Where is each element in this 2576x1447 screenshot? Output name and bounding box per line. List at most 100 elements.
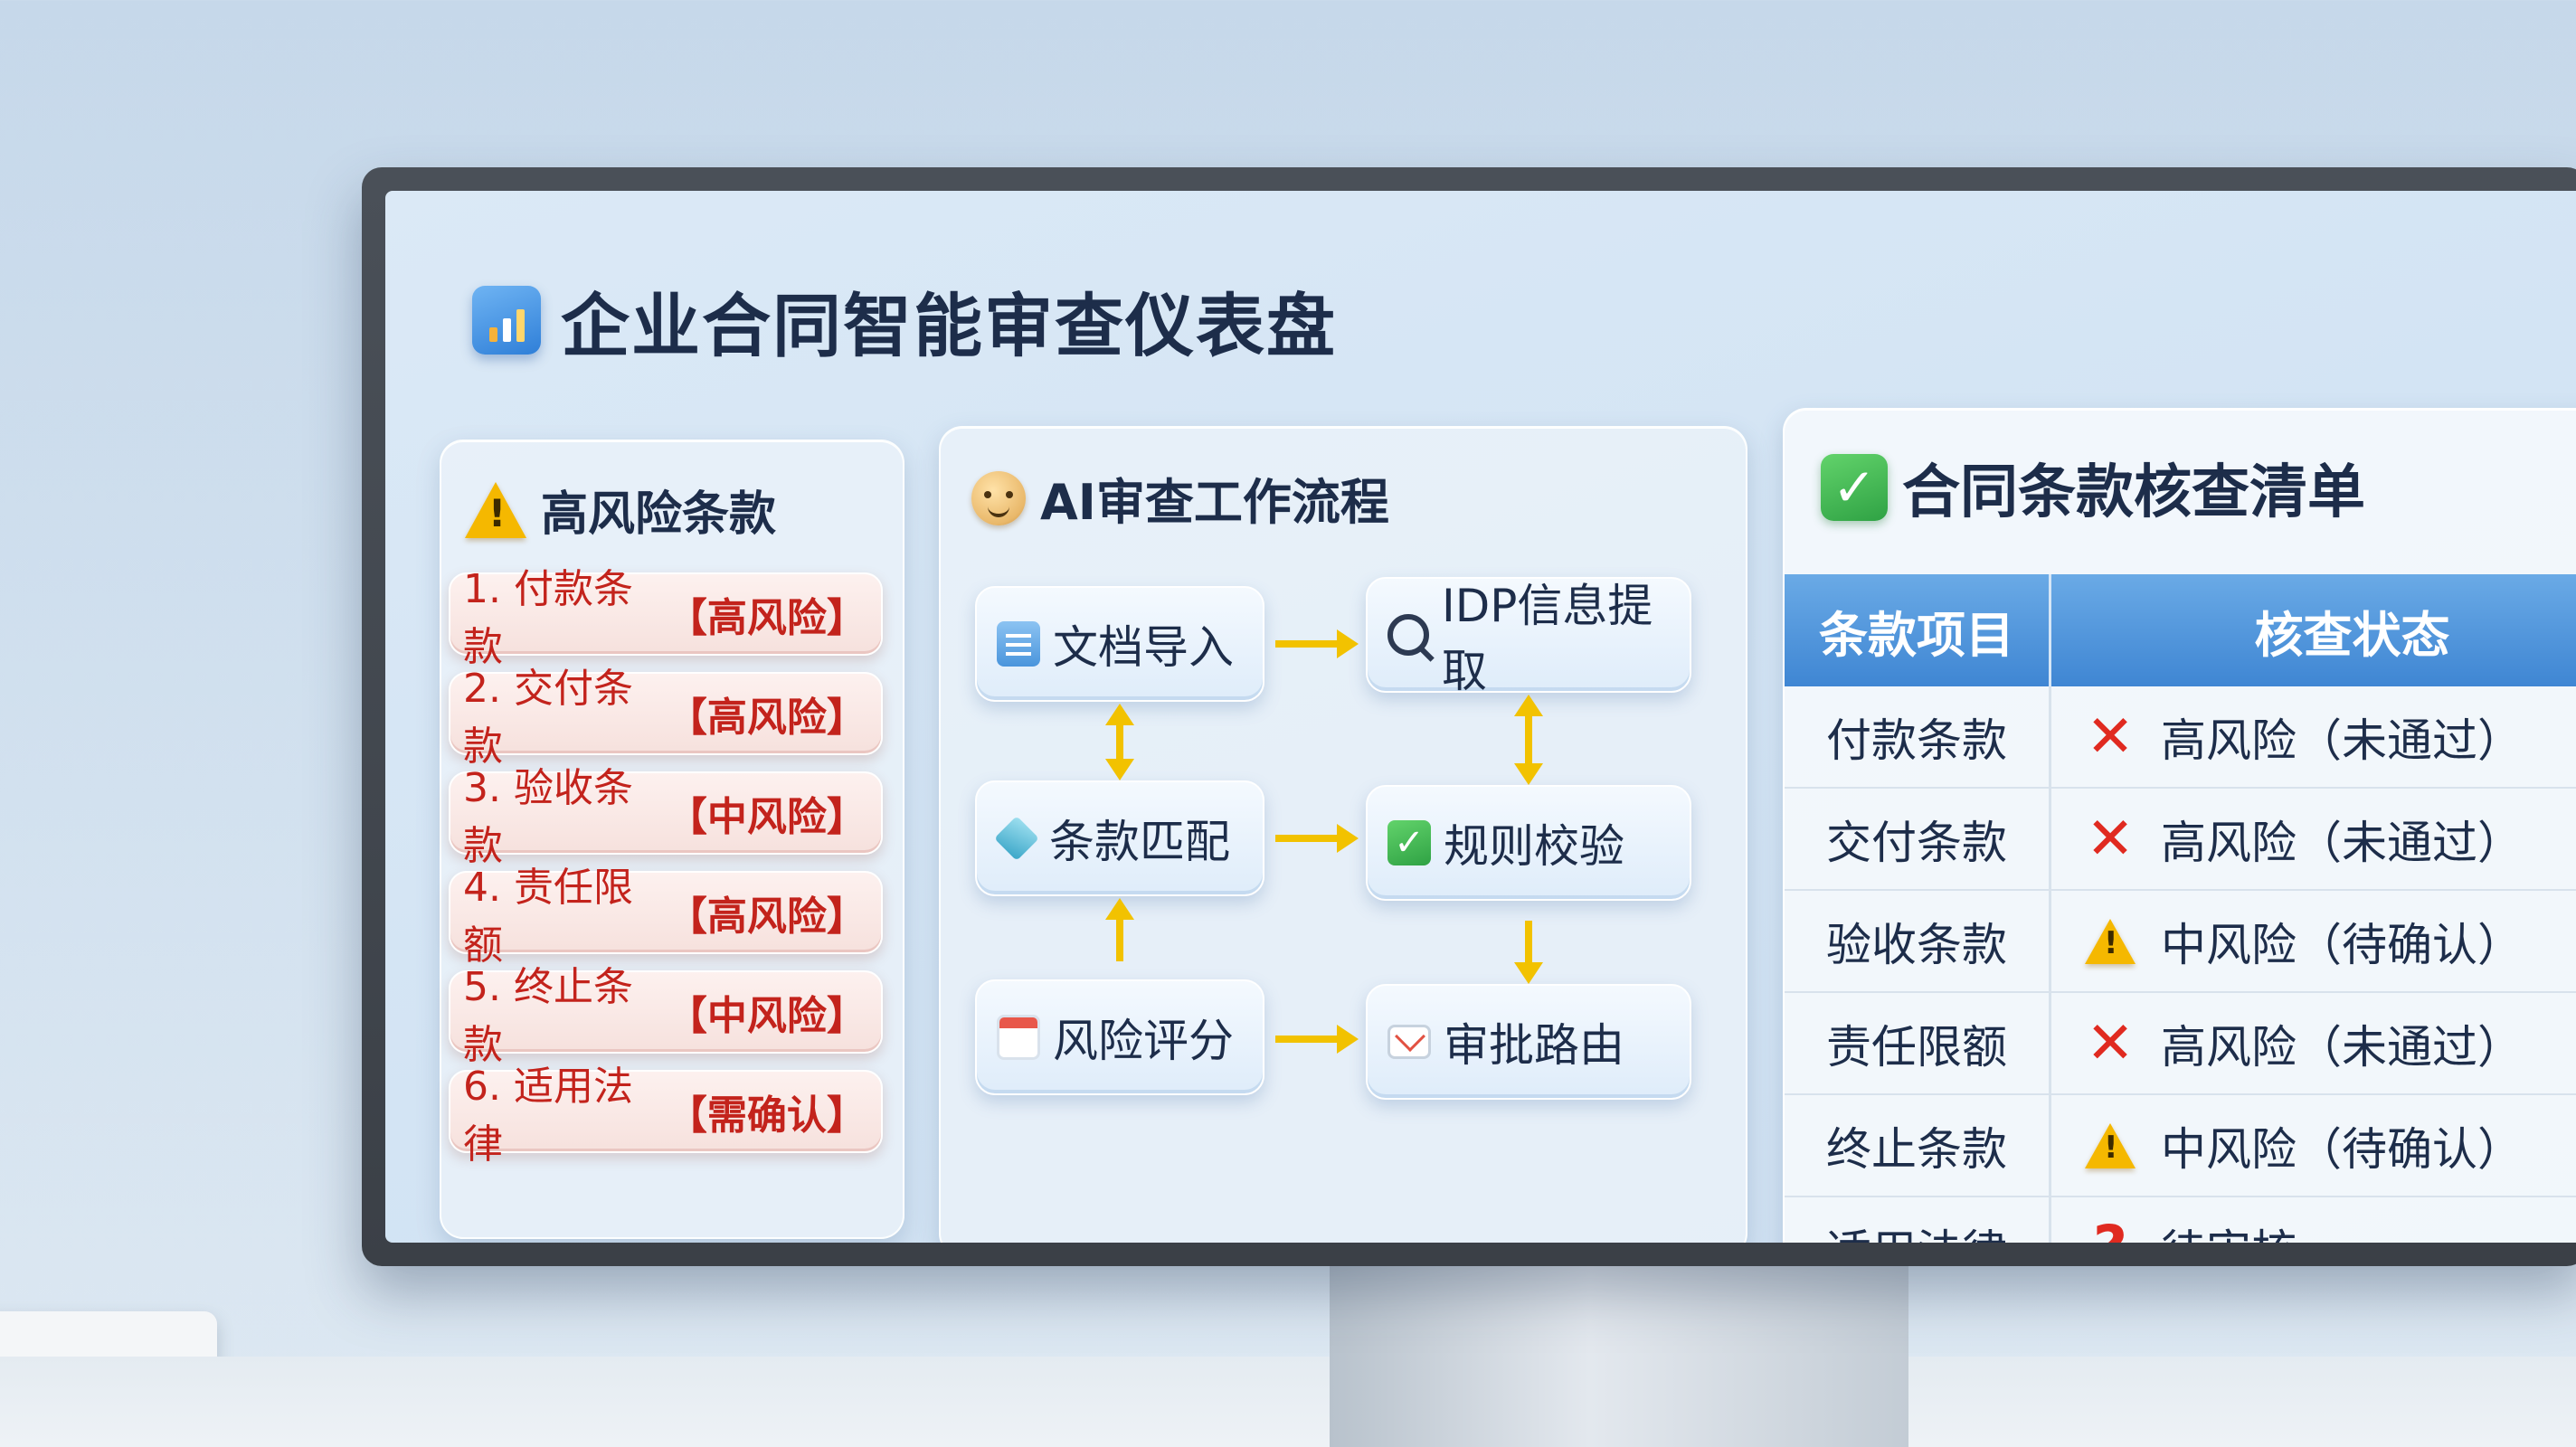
- high-risk-title: 高风险条款: [541, 487, 777, 542]
- flow-node-label: 文档导入: [1053, 621, 1234, 674]
- status-cell-wrap: 中风险（待确认）: [2050, 1094, 2576, 1197]
- warning-icon: [2085, 1122, 2136, 1168]
- x-icon: ✕: [2086, 805, 2135, 873]
- screen: 企业合同智能审查仪表盘 高风险条款 1. 付款条款 【高风险】 2. 交付条款 …: [385, 191, 2576, 1243]
- status-text: 中风险（待确认）: [2161, 918, 2523, 971]
- warning-icon: [465, 481, 526, 538]
- document-icon: [997, 621, 1040, 667]
- risk-level-badge: 【中风险】: [667, 794, 867, 840]
- dashboard-header: 企业合同智能审查仪表盘: [472, 270, 1337, 370]
- flow-node-label: IDP信息提取: [1442, 580, 1653, 697]
- x-icon: ✕: [2086, 703, 2135, 771]
- risk-level-badge: 【高风险】: [667, 595, 867, 641]
- status-cell-wrap: ? 待审核: [2050, 1196, 2576, 1243]
- clause-item: 责任限额: [1785, 992, 2051, 1095]
- risk-item[interactable]: 4. 责任限额 【高风险】: [449, 865, 883, 969]
- checklist-panel-header: ✓ 合同条款核查清单: [1821, 446, 2365, 529]
- checklist-panel: ✓ 合同条款核查清单 条款项目 核查状态 付款条款 ✕ 高风险（未通过）: [1783, 408, 2576, 1243]
- status-text: 高风险（未通过）: [2161, 1020, 2523, 1073]
- risk-item-label: 2. 交付条款: [463, 666, 633, 770]
- column-header-item: 条款项目: [1785, 574, 2051, 686]
- monitor-stand: [1330, 1266, 1908, 1447]
- flow-arrow-right: [1275, 824, 1359, 853]
- status-cell-wrap: 中风险（待确认）: [2050, 890, 2576, 993]
- status-cell-wrap: ✕ 高风险（未通过）: [2050, 788, 2576, 891]
- bar-chart-icon: [472, 286, 541, 355]
- status-cell: ✕ 高风险（未通过）: [2052, 790, 2576, 888]
- flow-node-label: 审批路由: [1444, 1019, 1624, 1072]
- clause-item: 付款条款: [1785, 686, 2051, 789]
- flow-node-clause-match[interactable]: 条款匹配: [975, 780, 1264, 896]
- flow-node-risk-score[interactable]: 风险评分: [975, 979, 1264, 1095]
- column-header-status: 核查状态: [2050, 574, 2576, 686]
- flow-node-doc-import[interactable]: 文档导入: [975, 586, 1264, 702]
- table-row[interactable]: 验收条款 中风险（待确认）: [1785, 890, 2576, 993]
- risk-item[interactable]: 5. 终止条款 【中风险】: [449, 964, 883, 1068]
- flow-arrow-up: [1105, 898, 1134, 961]
- flow-node-label: 风险评分: [1053, 1015, 1234, 1067]
- risk-level-badge: 【高风险】: [667, 894, 867, 940]
- robot-face-icon: [971, 470, 1026, 525]
- high-risk-panel: 高风险条款 1. 付款条款 【高风险】 2. 交付条款 【高风险】 3. 验收条…: [440, 440, 904, 1239]
- status-text: 中风险（待确认）: [2161, 1122, 2523, 1176]
- table-row[interactable]: 适用法律 ? 待审核: [1785, 1196, 2576, 1243]
- risk-level-badge: 【需确认】: [667, 1092, 867, 1139]
- question-icon: ?: [2085, 1213, 2136, 1243]
- status-text: 高风险（未通过）: [2161, 816, 2523, 869]
- workflow-panel: AI审查工作流程 文档导入 IDP信息提取 条款匹配 ✓ 规则校验 风险评分: [939, 426, 1747, 1243]
- status-text: 高风险（未通过）: [2161, 714, 2523, 767]
- risk-item[interactable]: 6. 适用法律 【需确认】: [449, 1064, 883, 1168]
- clause-item: 适用法律: [1785, 1196, 2051, 1243]
- risk-list: 1. 付款条款 【高风险】 2. 交付条款 【高风险】 3. 验收条款 【中风险…: [449, 566, 883, 1169]
- table-row[interactable]: 付款条款 ✕ 高风险（未通过）: [1785, 686, 2576, 789]
- x-icon: ✕: [2086, 1009, 2135, 1077]
- check-icon: ✓: [1387, 820, 1431, 865]
- checklist-table: 条款项目 核查状态 付款条款 ✕ 高风险（未通过） 交付条款: [1785, 574, 2576, 1243]
- diamond-icon: [994, 816, 1039, 861]
- flow-node-idp-extract[interactable]: IDP信息提取: [1366, 577, 1691, 697]
- table-row[interactable]: 交付条款 ✕ 高风险（未通过）: [1785, 788, 2576, 891]
- checklist-title: 合同条款核查清单: [1902, 459, 2365, 526]
- status-cell: ✕ 高风险（未通过）: [2052, 687, 2576, 786]
- envelope-icon: [1387, 1025, 1431, 1059]
- risk-item-label: 3. 验收条款: [463, 765, 633, 869]
- flow-arrow-right: [1275, 1025, 1359, 1054]
- warning-icon: [2085, 918, 2136, 964]
- flow-node-label: 规则校验: [1444, 820, 1624, 873]
- flow-node-rule-check[interactable]: ✓ 规则校验: [1366, 785, 1691, 901]
- risk-item[interactable]: 2. 交付条款 【高风险】: [449, 666, 883, 770]
- table-row[interactable]: 终止条款 中风险（待确认）: [1785, 1094, 2576, 1197]
- check-icon: ✓: [1821, 454, 1888, 521]
- high-risk-panel-header: 高风险条款: [465, 476, 776, 544]
- risk-item-label: 1. 付款条款: [463, 566, 633, 670]
- status-cell-wrap: ✕ 高风险（未通过）: [2050, 992, 2576, 1095]
- status-cell: 中风险（待确认）: [2052, 892, 2576, 990]
- status-cell: 中风险（待确认）: [2052, 1096, 2576, 1195]
- status-cell: ? 待审核: [2052, 1198, 2576, 1243]
- flow-arrow-right: [1275, 629, 1359, 658]
- clause-item: 交付条款: [1785, 788, 2051, 891]
- flow-arrow-vertical: [1105, 704, 1134, 780]
- search-icon: [1387, 614, 1429, 656]
- status-cell: ✕ 高风险（未通过）: [2052, 994, 2576, 1092]
- workflow-title: AI审查工作流程: [1040, 474, 1389, 531]
- risk-item-label: 4. 责任限额: [463, 865, 633, 969]
- calendar-chart-icon: [997, 1015, 1040, 1060]
- workflow-panel-header: AI审查工作流程: [971, 462, 1389, 534]
- status-text: 待审核: [2161, 1215, 2297, 1244]
- table-header-row: 条款项目 核查状态: [1785, 574, 2576, 686]
- monitor: 企业合同智能审查仪表盘 高风险条款 1. 付款条款 【高风险】 2. 交付条款 …: [362, 167, 2576, 1266]
- status-cell-wrap: ✕ 高风险（未通过）: [2050, 686, 2576, 789]
- risk-item[interactable]: 1. 付款条款 【高风险】: [449, 566, 883, 670]
- page-title: 企业合同智能审查仪表盘: [561, 286, 1337, 366]
- risk-item-label: 5. 终止条款: [463, 964, 633, 1068]
- clause-item: 终止条款: [1785, 1094, 2051, 1197]
- table-row[interactable]: 责任限额 ✕ 高风险（未通过）: [1785, 992, 2576, 1095]
- flow-arrow-vertical: [1514, 695, 1543, 785]
- risk-level-badge: 【高风险】: [667, 695, 867, 741]
- risk-item-label: 6. 适用法律: [463, 1064, 633, 1168]
- risk-level-badge: 【中风险】: [667, 993, 867, 1039]
- risk-item[interactable]: 3. 验收条款 【中风险】: [449, 765, 883, 869]
- flow-node-label: 条款匹配: [1049, 816, 1230, 868]
- flow-node-approval-route[interactable]: 审批路由: [1366, 984, 1691, 1100]
